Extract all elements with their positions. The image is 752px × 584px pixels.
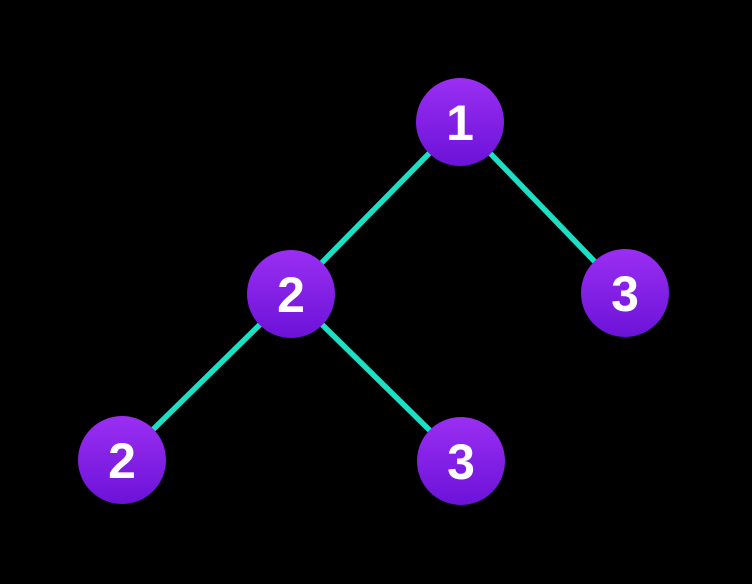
tree-node-label: 3 [447,434,475,490]
tree-node-circle [581,249,669,337]
tree-node-label: 1 [446,95,474,151]
tree-node-label: 2 [277,267,305,323]
tree-node-label: 3 [611,266,639,322]
tree-node: 3 [581,249,669,337]
nodes-layer: 1 2 3 2 3 [78,78,669,505]
tree-node: 2 [78,416,166,504]
tree-node-circle [247,250,335,338]
tree-node-circle [416,78,504,166]
tree-node: 2 [247,250,335,338]
edges-layer [120,120,627,463]
tree-node-circle [78,416,166,504]
tree-node: 1 [416,78,504,166]
tree-node-circle [417,417,505,505]
tree-node-label: 2 [108,433,136,489]
tree-node: 3 [417,417,505,505]
